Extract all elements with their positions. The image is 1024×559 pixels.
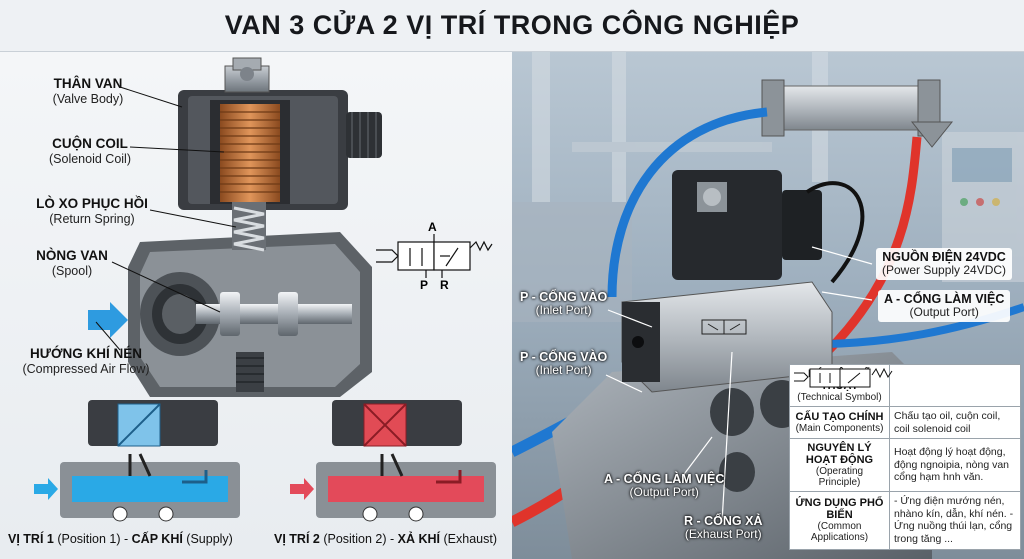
position-1-schematic [34,400,240,522]
label-inlet-port-top: P - CỔNG VÀO (Inlet Port) [520,290,608,318]
label-inlet-port-mid: P - CỔNG VÀO (Inlet Port) [520,350,608,378]
label-solenoid-coil: CUỘN COIL (Solenoid Coil) [49,136,131,166]
label-return-spring: LÒ XO PHỤC HỒI (Return Spring) [36,196,148,226]
pneumatic-cylinder [761,79,954,148]
label-valve-body: THÂN VAN (Valve Body) [52,76,124,106]
title-bar: VAN 3 CỬA 2 VỊ TRÍ TRONG CÔNG NGHIỆP [0,0,1024,52]
right-leader-lines [605,246,873,523]
symbol-port-a: A [428,220,437,234]
valve-body [128,202,372,397]
technical-symbol-cell [793,364,1021,407]
right-panel: NGUỒN ĐIỆN 24VDC (Power Supply 24VDC) A … [512,52,1024,559]
table-row: ỨNG DỤNG PHỔ BIẾN(Common Applications) -… [789,491,1021,550]
air-flow-arrow-icon [88,302,128,338]
background-pipes [512,52,1024,322]
left-panel: THÂN VAN (Valve Body) CUỘN COIL (Solenoi… [0,52,512,559]
label-spool: NÒNG VAN (Spool) [36,248,108,278]
label-output-port-bottom: A - CỔNG LÀM VIỆC (Output Port) [604,472,725,500]
label-output-port-top: A - CỔNG LÀM VIỆC (Output Port) [878,290,1011,323]
label-exhaust-port: R - CỔNG XẢ (Exhaust Port) [684,514,763,542]
label-power-supply: NGUỒN ĐIỆN 24VDC (Power Supply 24VDC) [876,248,1013,281]
symbol-port-p: P [420,278,429,292]
page-title: VAN 3 CỬA 2 VỊ TRÍ TRONG CÔNG NGHIỆP [224,10,800,40]
cutaway-illustration [34,57,496,522]
table-row: CẤU TẠO CHÍNH(Main Components) Chấu tạo … [789,405,1021,440]
caption-position-2: VỊ TRÍ 2 (Position 2) - XẢ KHÍ (Exhaust) [274,532,497,546]
label-air-flow: HƯỚNG KHÍ NÉN (Compressed Air Flow) [22,346,150,376]
symbol-port-r: R [440,278,449,292]
hose-red-right [823,136,922,356]
leader-lines [95,86,237,351]
hose-blue-top [607,107,768,298]
solenoid-valve [621,170,865,393]
coil-housing [178,57,382,210]
caption-position-1: VỊ TRÍ 1 (Position 1) - CẤP KHÍ (Supply) [8,532,233,546]
valve-symbol [376,234,493,278]
table-row: KÝ HIỆU KỸ THUẬT(Technical Symbol) [789,364,1021,407]
table-row: NGUYÊN LÝ HOẠT ĐỘNG(Operating Principle)… [789,438,1021,493]
valve-symbol-small-icon [793,367,892,387]
spec-table: KÝ HIỆU KỸ THUẬT(Technical Symbol) CẤU T… [789,364,1021,550]
position-2-schematic [290,400,496,522]
